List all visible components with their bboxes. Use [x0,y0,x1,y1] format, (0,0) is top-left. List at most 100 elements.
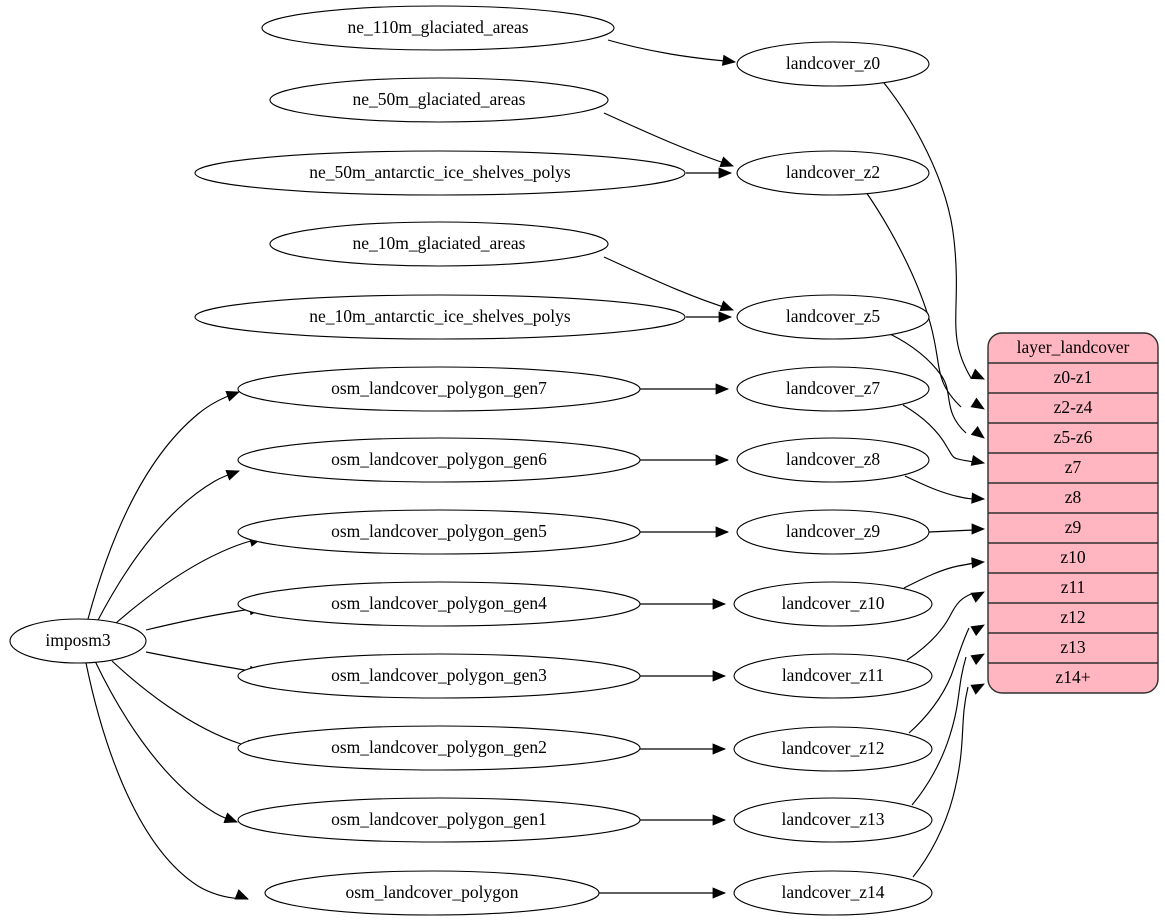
landcover-node-landcover_z14[interactable]: landcover_z14 [733,870,933,916]
landcover-node-landcover_z5[interactable]: landcover_z5 [736,294,930,340]
landcover-node-landcover_z0[interactable]: landcover_z0 [736,41,930,87]
osm-node-osm_landcover_polygon[interactable]: osm_landcover_polygon [264,870,600,916]
node-shape [269,221,609,267]
record-row-z5-z6[interactable]: z5-z6 [1054,427,1093,447]
node-shape [261,5,615,51]
node-shape [736,294,930,340]
osm-node-osm_landcover_polygon_gen2[interactable]: osm_landcover_polygon_gen2 [237,725,641,771]
landcover-node-landcover_z9[interactable]: landcover_z9 [736,509,930,555]
landcover-node-landcover_z10[interactable]: landcover_z10 [733,581,933,627]
osm-node-osm_landcover_polygon_gen6[interactable]: osm_landcover_polygon_gen6 [237,437,641,483]
landcover-node-landcover_z8[interactable]: landcover_z8 [736,437,930,483]
node-shape [237,437,641,483]
node-label: ne_110m_glaciated_areas [347,17,528,37]
landcover-node-landcover_z12[interactable]: landcover_z12 [733,726,933,772]
arrowhead-polygon [234,889,249,900]
node-shape [237,797,641,843]
edge-landcover_z2-to-z2-z4 [865,191,962,408]
node-label: osm_landcover_polygon_gen7 [331,378,547,398]
node-shape [736,150,930,196]
source-node-ne_10m_glaciated_areas[interactable]: ne_10m_glaciated_areas [269,221,609,267]
osm-node-osm_landcover_polygon_gen7[interactable]: osm_landcover_polygon_gen7 [237,366,641,412]
arrowhead-landcover_z2a [719,156,734,168]
arrowhead-landcover_z11 [712,670,727,682]
edge-landcover_z7-to-z7 [902,404,975,463]
node-label: landcover_z5 [786,306,881,326]
arrowhead-row-z10 [971,557,986,569]
landcover-node-landcover_z2[interactable]: landcover_z2 [736,150,930,196]
node-label: osm_landcover_polygon_gen6 [331,449,547,469]
record-row-z14+[interactable]: z14+ [1055,667,1090,687]
node-label: landcover_z0 [786,53,881,73]
record-row-z12[interactable]: z12 [1060,607,1085,627]
record-row-z10[interactable]: z10 [1060,547,1086,567]
record-row-z8[interactable]: z8 [1065,487,1082,507]
node-label: landcover_z8 [786,449,881,469]
edge-landcover_z12-to-z12 [908,627,970,734]
node-label: osm_landcover_polygon_gen1 [331,809,547,829]
node-label: osm_landcover_polygon_gen3 [331,665,547,685]
arrowhead-landcover_z0 [721,54,737,66]
arrowhead-gen6 [225,469,240,481]
node-label: osm_landcover_polygon_gen5 [331,521,547,541]
arrowhead-row-z13 [970,653,985,666]
source-node-ne_50m_antarctic_ice_shelves_polys[interactable]: ne_50m_antarctic_ice_shelves_polys [194,150,686,196]
arrowhead-row-z9 [971,523,986,535]
edge-landcover_z11-to-z11 [906,593,972,661]
arrowhead-landcover_z14 [712,887,727,899]
source-node-ne_50m_glaciated_areas[interactable]: ne_50m_glaciated_areas [269,77,609,123]
node-shape [733,726,933,772]
edge-ne_10m_glaciated_areas-to-landcover_z5 [603,256,734,311]
source-node-ne_110m_glaciated_areas[interactable]: ne_110m_glaciated_areas [261,5,615,51]
node-shape [264,870,600,916]
arrowhead-landcover_z8 [715,454,730,466]
record-header-label: layer_landcover [1017,337,1130,357]
arrowhead-row-z7 [970,454,986,466]
record-row-z0-z1[interactable]: z0-z1 [1054,367,1093,387]
node-label: ne_10m_antarctic_ice_shelves_polys [309,306,571,326]
record-row-z2-z4[interactable]: z2-z4 [1054,397,1093,417]
root-node-imposm3[interactable]: imposm3 [9,618,147,664]
arrowhead-landcover_z5b [718,311,733,323]
node-shape [194,150,686,196]
node-shape [194,294,686,340]
node-shape [736,437,930,483]
source-node-ne_10m_antarctic_ice_shelves_polys[interactable]: ne_10m_antarctic_ice_shelves_polys [194,294,686,340]
arrowhead-landcover_z13 [712,814,727,826]
node-label: osm_landcover_polygon_gen4 [331,593,547,613]
node-label: landcover_z12 [781,738,884,758]
osm-node-osm_landcover_polygon_gen1[interactable]: osm_landcover_polygon_gen1 [237,797,641,843]
node-shape [736,509,930,555]
node-label: imposm3 [45,630,110,650]
arrowhead-row-z2-z4 [970,397,985,410]
node-shape [733,653,933,699]
osm-node-osm_landcover_polygon_gen4[interactable]: osm_landcover_polygon_gen4 [237,581,641,627]
record-row-z9[interactable]: z9 [1065,517,1082,537]
node-shape [237,366,641,412]
arrowhead-landcover_z9 [715,526,730,538]
node-shape [237,509,641,555]
record-row-z7[interactable]: z7 [1065,457,1082,477]
arrowhead-row-z14 [970,683,985,695]
edge-landcover_z8-to-z8 [904,475,975,500]
node-shape [237,725,641,771]
node-shape [736,366,930,412]
edges-layer [85,39,975,900]
landcover-node-landcover_z7[interactable]: landcover_z7 [736,366,930,412]
record-row-z13[interactable]: z13 [1060,637,1086,657]
node-label: ne_50m_glaciated_areas [353,89,526,109]
landcover-node-landcover_z11[interactable]: landcover_z11 [733,653,933,699]
node-label: landcover_z14 [781,882,884,902]
node-shape [733,581,933,627]
arrowhead-landcover_z12 [712,743,727,755]
osm-node-osm_landcover_polygon_gen5[interactable]: osm_landcover_polygon_gen5 [237,509,641,555]
record-table-layer: layer_landcover z0-z1 z2-z4 z5-z6 z7 z8 z9 z10 z… [987,332,1159,694]
node-label: osm_landcover_polygon [345,882,518,902]
landcover-node-landcover_z13[interactable]: landcover_z13 [733,797,933,843]
node-label: landcover_z11 [782,665,884,685]
record-row-z11[interactable]: z11 [1061,577,1086,597]
node-shape [237,653,641,699]
node-shape [736,41,930,87]
osm-node-osm_landcover_polygon_gen3[interactable]: osm_landcover_polygon_gen3 [237,653,641,699]
